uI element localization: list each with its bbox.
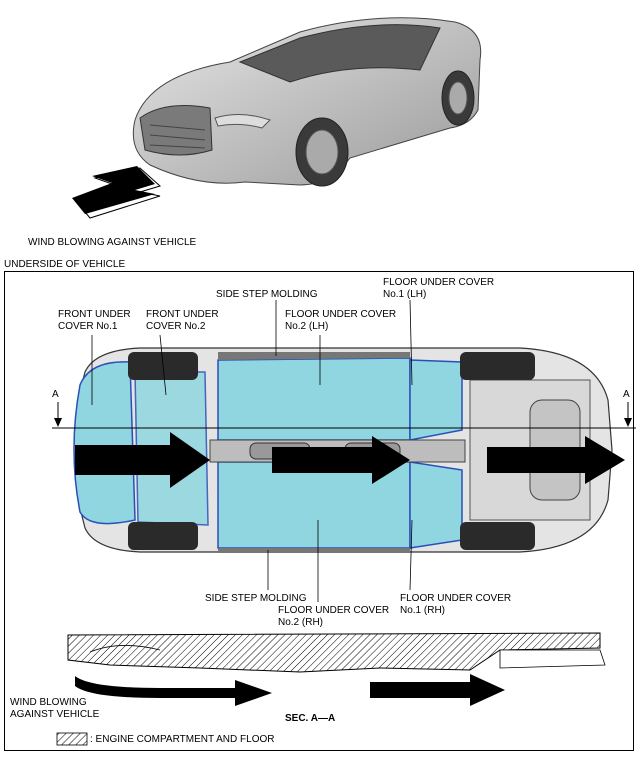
side-step-molding-top-label: SIDE STEP MOLDING xyxy=(216,289,318,300)
airflow-arrow-3 xyxy=(487,436,625,484)
front-under-cover-2-label: FRONT UNDER COVER No.2 xyxy=(146,309,219,332)
wind-label-bottom: WIND BLOWING AGAINST VEHICLE xyxy=(10,697,100,720)
airflow-arrow-1 xyxy=(75,432,210,488)
section-view xyxy=(67,632,606,673)
legend-label: : ENGINE COMPARTMENT AND FLOOR xyxy=(90,734,275,745)
section-title: SEC. A—A xyxy=(285,713,336,724)
airflow-arrow-2 xyxy=(272,436,410,484)
leader-lines xyxy=(91,299,413,602)
underside-title: UNDERSIDE OF VEHICLE xyxy=(4,259,126,270)
wind-label-top: WIND BLOWING AGAINST VEHICLE xyxy=(28,237,197,248)
wind-arrow-section-2 xyxy=(370,674,505,706)
floor-under-cover-2-lh-label: FLOOR UNDER COVER No.2 (LH) xyxy=(285,309,397,332)
section-marker-left: A xyxy=(52,389,59,400)
section-marker-right: A xyxy=(623,389,630,400)
car-illustration xyxy=(132,17,482,187)
underside-frame xyxy=(4,271,634,751)
floor-under-cover-1-rh-label: FLOOR UNDER COVER No.1 (RH) xyxy=(400,593,512,616)
side-step-molding-bottom-label: SIDE STEP MOLDING xyxy=(205,593,307,604)
floor-under-cover-2-rh-label: FLOOR UNDER COVER No.2 (RH) xyxy=(278,605,390,628)
wind-arrow-3d xyxy=(72,166,161,219)
floor-under-cover-1-lh-label: FLOOR UNDER COVER No.1 (LH) xyxy=(383,277,495,300)
front-under-cover-1-label: FRONT UNDER COVER No.1 xyxy=(58,309,131,332)
wind-arrow-section-1 xyxy=(75,676,272,706)
legend-swatch xyxy=(56,732,88,746)
